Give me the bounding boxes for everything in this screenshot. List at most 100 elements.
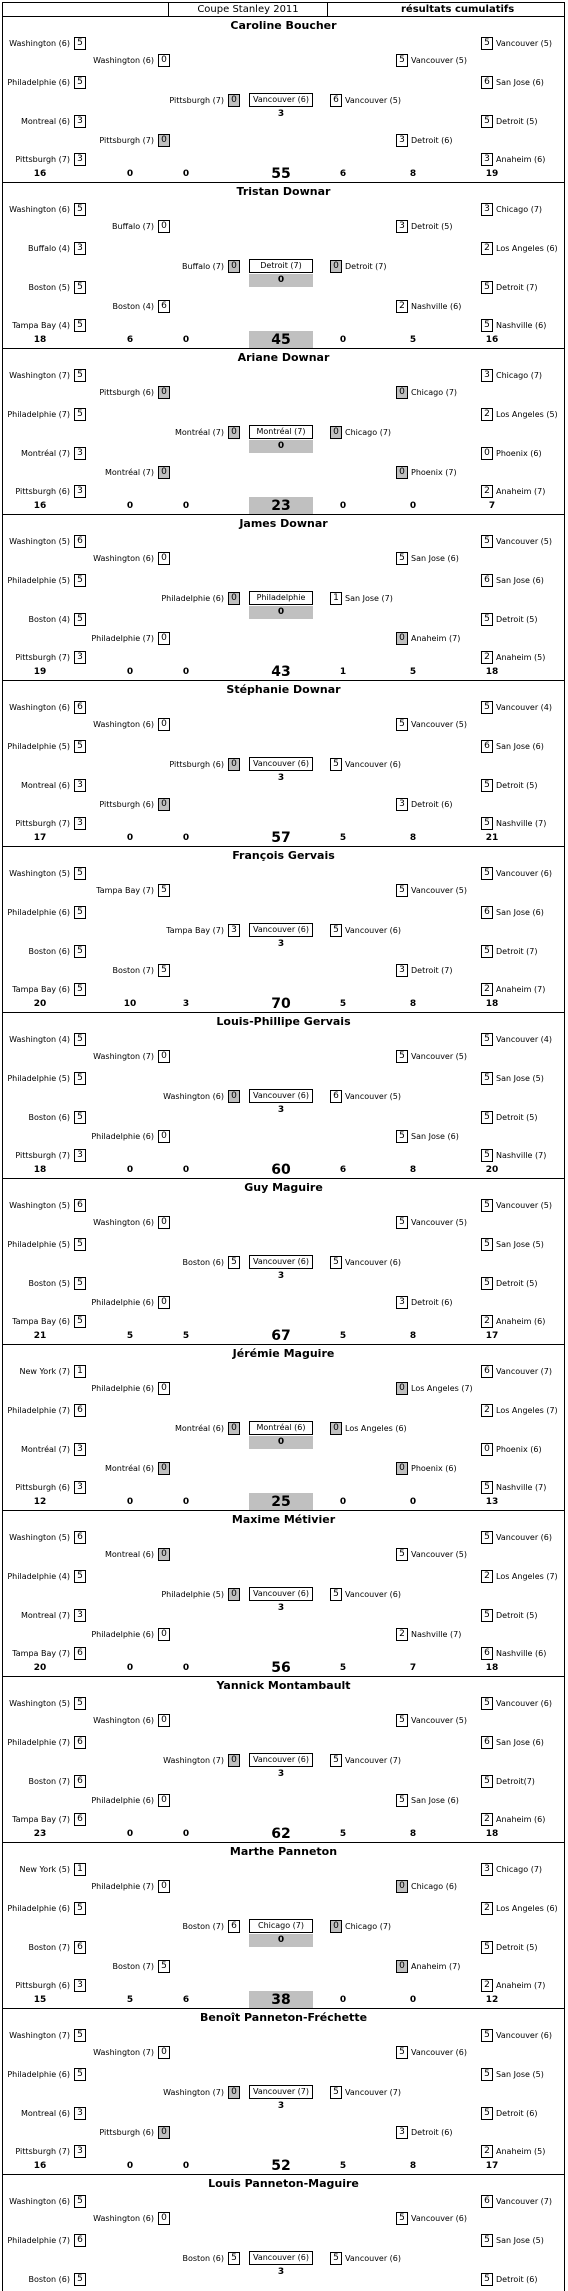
score-box: 0 [396, 632, 408, 645]
team-label: Philadelphie (7) [7, 410, 70, 419]
score-box: 5 [396, 1548, 408, 1561]
score-box: 5 [396, 1714, 408, 1727]
round-total: 0 [126, 1829, 134, 1839]
round-total: 5 [409, 667, 417, 677]
team-label: Detroit (5) [496, 1943, 538, 1952]
score-box: 0 [330, 1422, 342, 1435]
team-label: Vancouver (5) [411, 1218, 468, 1227]
team-label: Tampa Bay (6) [12, 985, 70, 994]
score-box: 6 [330, 94, 342, 107]
participant-name: Yannick Montambault [216, 1679, 351, 1692]
team-label: Anaheim (5) [496, 653, 546, 662]
team-label: Pittsburgh (7) [169, 96, 224, 105]
score-box: 0 [330, 260, 342, 273]
team-label: Boston (6) [28, 1113, 70, 1122]
score-box: 5 [396, 2212, 408, 2225]
team-label: Montréal (7) [104, 468, 154, 477]
round-total: 5 [126, 1995, 134, 2005]
round-total: 0 [126, 1663, 134, 1673]
team-label: Philadelphie (5) [7, 576, 70, 585]
score-box: 0 [481, 1443, 493, 1456]
team-label: Philadelphie (6) [161, 594, 224, 603]
round-total: 18 [485, 999, 499, 1009]
score-box: 6 [74, 1941, 86, 1954]
team-label: Boston (6) [182, 2254, 224, 2263]
score-box: 2 [481, 408, 493, 421]
round-total: 0 [182, 335, 190, 345]
team-label: San Jose (5) [496, 1240, 544, 1249]
team-label: Vancouver (5) [496, 537, 553, 546]
score-box: 0 [158, 1794, 170, 1807]
team-label: Philadelphie (5) [161, 1590, 224, 1599]
round-total: 18 [485, 1829, 499, 1839]
round-total: 16 [33, 501, 47, 511]
team-label: Washington (6) [93, 554, 154, 563]
team-label: Los Angeles (6) [496, 1904, 558, 1913]
grand-total: 25 [249, 1493, 313, 1510]
score-box: 1 [330, 592, 342, 605]
team-label: Vancouver (7) [496, 2197, 553, 2206]
team-label: Anaheim (7) [411, 634, 461, 643]
participant-name: Tristan Downar [236, 185, 331, 198]
score-box: 5 [228, 2252, 240, 2265]
round-total: 0 [409, 501, 417, 511]
champion-score: 3 [277, 1769, 285, 1779]
score-box: 6 [481, 2195, 493, 2208]
team-label: Detroit (5) [496, 1113, 538, 1122]
team-label: Philadelphie (5) [7, 1074, 70, 1083]
score-box: 0 [481, 447, 493, 460]
team-label: Philadelphie (6) [7, 908, 70, 917]
round-total: 17 [485, 1331, 499, 1341]
round-total: 0 [339, 501, 347, 511]
team-label: Vancouver (6) [411, 2214, 468, 2223]
score-box: 0 [228, 260, 240, 273]
champion-score: 0 [249, 440, 313, 453]
round-total: 0 [339, 1995, 347, 2005]
score-box: 6 [481, 906, 493, 919]
team-label: Washington (6) [9, 205, 70, 214]
score-box: 0 [228, 1090, 240, 1103]
score-box: 5 [396, 884, 408, 897]
team-label: Tampa Bay (6) [12, 1317, 70, 1326]
team-label: Vancouver (6) [345, 926, 402, 935]
score-box: 0 [158, 1880, 170, 1893]
score-box: 5 [396, 1794, 408, 1807]
champion-box: Montréal (6) [249, 1421, 313, 1435]
team-label: Pittsburgh (7) [15, 155, 70, 164]
score-box: 5 [74, 574, 86, 587]
score-box: 5 [481, 1199, 493, 1212]
team-label: San Jose (6) [496, 908, 544, 917]
score-box: 5 [481, 613, 493, 626]
score-box: 6 [481, 1365, 493, 1378]
team-label: Washington (5) [9, 869, 70, 878]
score-box: 0 [158, 632, 170, 645]
score-box: 0 [158, 2212, 170, 2225]
participant-name: Stéphanie Downar [226, 683, 341, 696]
score-box: 0 [158, 1216, 170, 1229]
team-label: San Jose (5) [496, 2070, 544, 2079]
team-label: Detroit (5) [496, 1279, 538, 1288]
score-box: 3 [74, 1979, 86, 1992]
score-box: 5 [74, 281, 86, 294]
team-label: Montreal (6) [20, 781, 70, 790]
round-total: 5 [409, 335, 417, 345]
team-label: Vancouver (5) [345, 96, 402, 105]
team-label: Philadelphie (6) [7, 1904, 70, 1913]
score-box: 5 [74, 2273, 86, 2286]
team-label: Washington (6) [93, 720, 154, 729]
team-label: Philadelphie (5) [7, 1240, 70, 1249]
team-label: New York (5) [19, 1865, 70, 1874]
round-total: 0 [339, 1497, 347, 1507]
team-label: San Jose (6) [411, 1796, 459, 1805]
round-total: 0 [409, 1995, 417, 2005]
score-box: 6 [74, 2234, 86, 2247]
round-total: 0 [182, 1829, 190, 1839]
score-box: 5 [481, 319, 493, 332]
team-label: Tampa Bay (7) [96, 886, 154, 895]
score-box: 6 [481, 76, 493, 89]
score-box: 3 [74, 817, 86, 830]
champion-box: Vancouver (7) [249, 2085, 313, 2099]
score-box: 5 [74, 1315, 86, 1328]
round-total: 17 [485, 2161, 499, 2171]
